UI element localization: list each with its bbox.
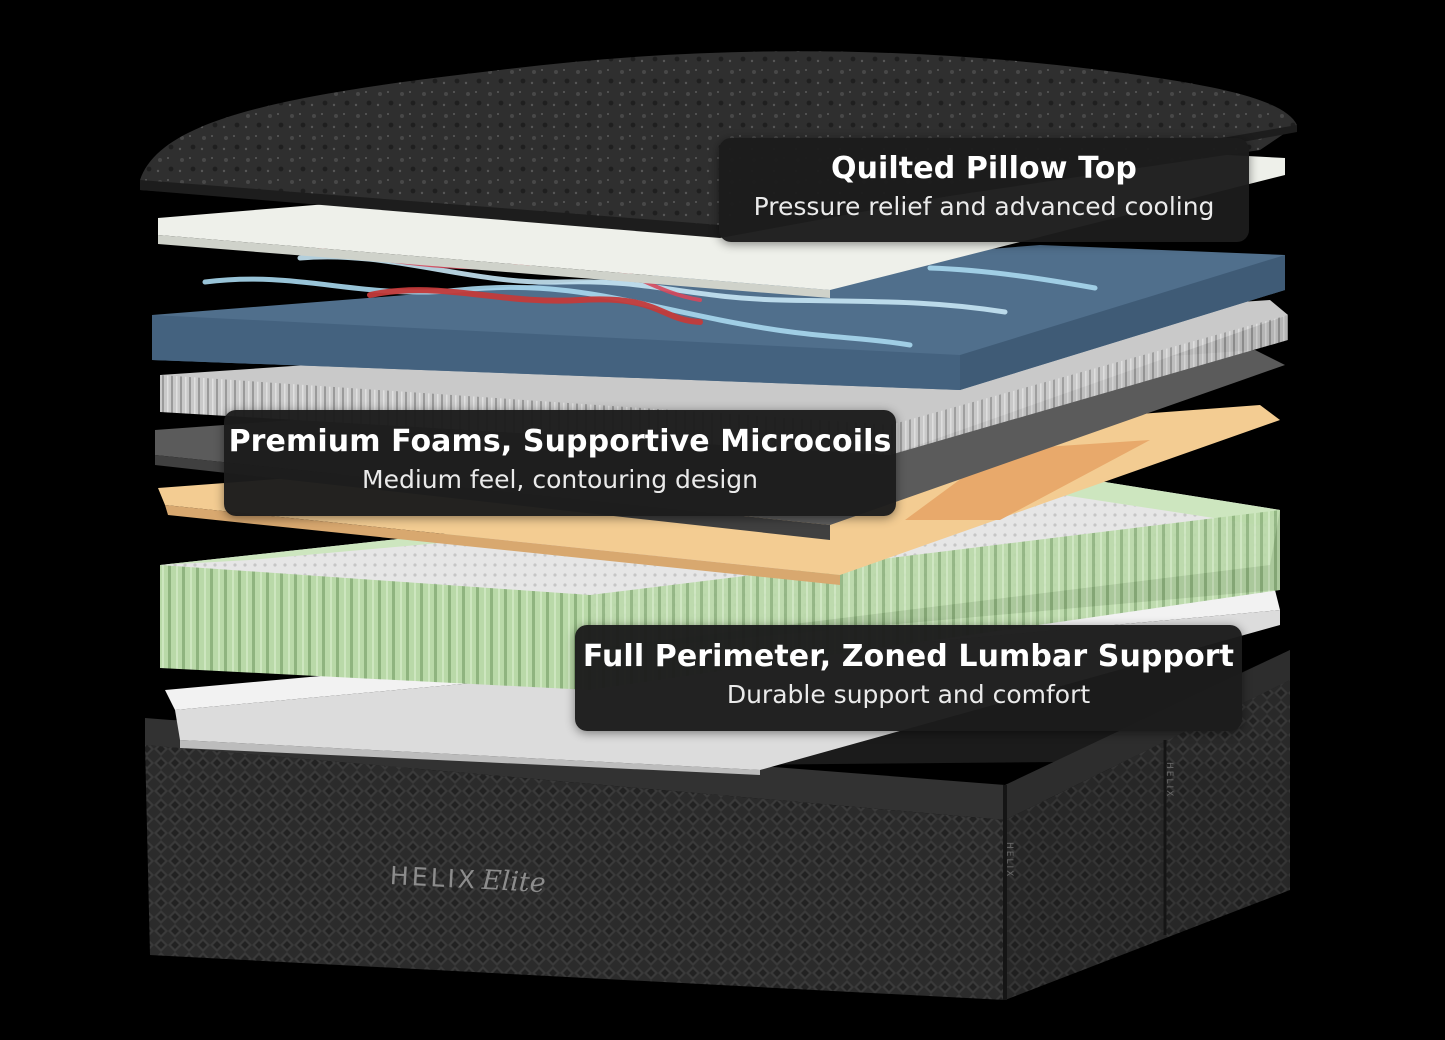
- callout-subtitle: Medium feel, contouring design: [362, 465, 758, 494]
- callout-title: Quilted Pillow Top: [830, 151, 1137, 186]
- callout-premium-foams: Premium Foams, Supportive Microcoils Med…: [224, 410, 896, 516]
- base-front-side: [145, 745, 1005, 1000]
- coil-front-side: [160, 565, 590, 690]
- side-brand-tag: HELIX: [1164, 762, 1174, 799]
- base-right-side: [1005, 680, 1290, 1000]
- brand-logo-main: HELIX: [389, 861, 479, 895]
- callout-subtitle: Pressure relief and advanced cooling: [753, 192, 1215, 221]
- callout-subtitle: Durable support and comfort: [726, 680, 1091, 709]
- callout-perimeter-support: Full Perimeter, Zoned Lumbar Support Dur…: [575, 625, 1242, 731]
- callout-title: Premium Foams, Supportive Microcoils: [228, 424, 892, 459]
- callout-title: Full Perimeter, Zoned Lumbar Support: [582, 639, 1235, 674]
- side-brand-tag: HELIX: [1004, 842, 1014, 879]
- callout-quilted-pillow-top: Quilted Pillow Top Pressure relief and a…: [719, 138, 1249, 242]
- brand-logo-script: Elite: [481, 864, 547, 900]
